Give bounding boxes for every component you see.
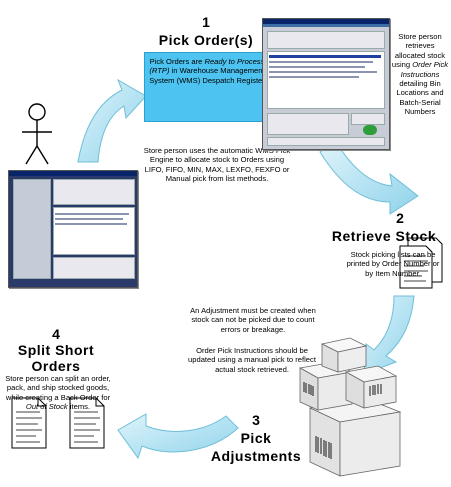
despatch-register-screenshot [8,170,138,288]
flow-arrow-to-adjust [363,295,415,375]
wms-pick-window-screenshot [262,18,390,150]
pick-engine-note: Store person uses the automatic WMS Pick… [143,146,291,184]
stock-boxes-illustration [298,337,402,477]
pick-list-documents-icon [399,237,443,289]
rtp-text-b: in Warehouse Management System (WMS) Des… [149,66,265,85]
split-text-b: items. [69,402,91,412]
retrieve-note: Store person retrieves allocated stock u… [390,32,450,117]
retrieve-text-a: Store person retrieves allocated stock u… [391,32,446,70]
rtp-info-box: Pick Orders are Ready to Process (RTP) i… [144,52,270,122]
rtp-text-a: Pick Orders are [149,57,203,66]
step-1-number: 1 [202,14,210,30]
flow-arrow-to-retrieve [319,141,419,215]
step-1-title: Pick Order(s) [158,32,254,48]
order-documents-icon [11,397,105,449]
split-text-a: Store person can split an order, pack, a… [5,374,111,402]
step-3-title-line2: Adjustments [210,448,302,464]
store-person-figure [22,103,52,165]
step-2-title: Retrieve Stock [331,228,437,244]
step-4-title-line2: Orders [31,358,81,374]
step-2-number: 2 [396,210,404,226]
flow-arrow-to-split [117,413,239,460]
adjustment-note: An Adjustment must be created when stock… [190,306,316,334]
retrieve-text-italic: Order Pick Instructions [400,60,449,79]
stock-picking-note: Stock picking lists can be printed by Or… [346,250,440,278]
step-3-title-line1: Pick [240,430,272,446]
step-4-title-line1: Split Short [17,342,95,358]
manual-pick-note: Order Pick Instructions should be update… [188,346,316,374]
step-3-number: 3 [252,412,260,428]
split-text-italic: Out of Stock [25,402,68,412]
retrieve-text-b: detailing Bin Locations and Batch-Serial… [396,79,444,117]
split-orders-note: Store person can split an order, pack, a… [4,374,112,412]
step-4-number: 4 [52,326,60,342]
rtp-text-italic: Ready to Process (RTP) [149,57,265,76]
flow-arrow-to-pick [77,78,147,163]
